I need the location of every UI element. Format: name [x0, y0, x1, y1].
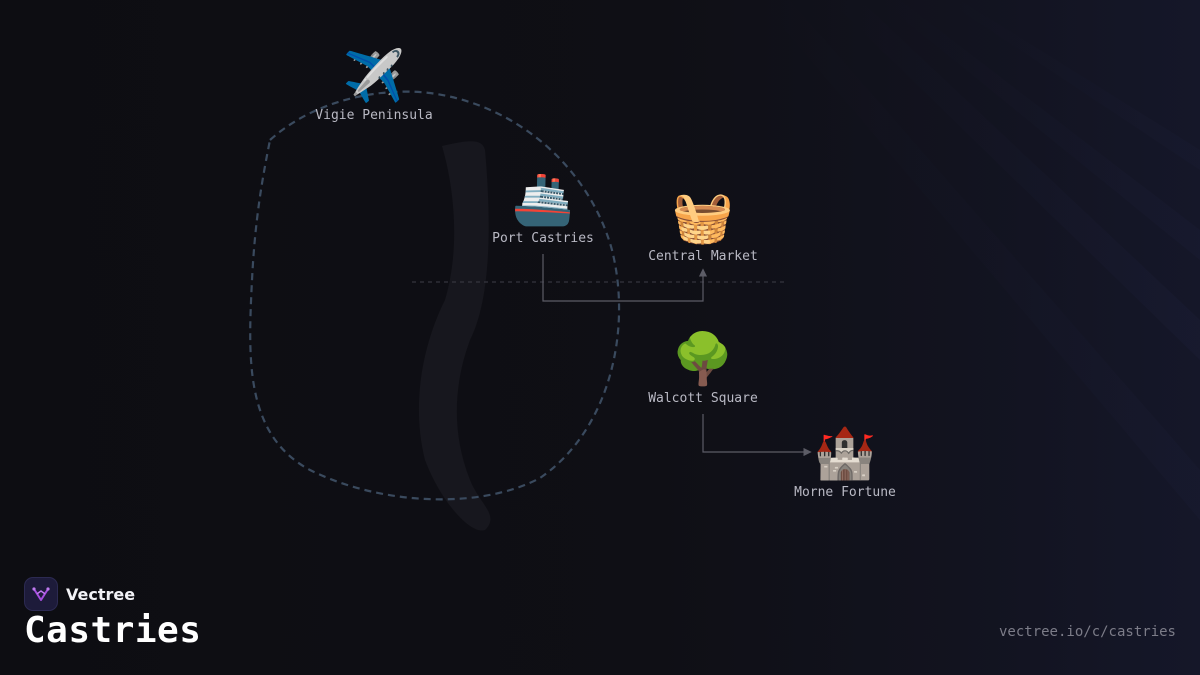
node-label: Port Castries — [492, 231, 594, 246]
edge-port-to-market — [542, 254, 708, 302]
vectree-logo-icon — [24, 577, 58, 611]
ship-icon: 🚢 — [511, 171, 575, 227]
node-label: Walcott Square — [648, 391, 758, 406]
node-walcott-square[interactable]: 🌳 Walcott Square — [603, 329, 803, 406]
brand-name: Vectree — [66, 584, 136, 604]
castle-icon: 🏰 — [813, 425, 877, 481]
tree-icon: 🌳 — [671, 331, 735, 387]
node-port-castries[interactable]: 🚢 Port Castries — [443, 169, 643, 246]
brand[interactable]: Vectree — [24, 577, 135, 611]
page-url[interactable]: vectree.io/c/castries — [998, 624, 1176, 640]
node-label: Morne Fortune — [794, 485, 896, 500]
node-morne-fortune[interactable]: 🏰 Morne Fortune — [745, 423, 945, 500]
basket-icon: 🧺 — [671, 189, 735, 245]
page-title: Castries — [24, 610, 202, 651]
node-label: Central Market — [648, 249, 758, 264]
city-boundary — [249, 90, 621, 501]
node-label: Vigie Peninsula — [315, 108, 433, 123]
river-shape — [418, 141, 491, 531]
node-vigie-peninsula[interactable]: ✈️ Vigie Peninsula — [274, 46, 474, 123]
node-central-market[interactable]: 🧺 Central Market — [603, 187, 803, 264]
airplane-icon: ✈️ — [342, 48, 406, 104]
edge-walcott-to-morne — [702, 414, 812, 457]
